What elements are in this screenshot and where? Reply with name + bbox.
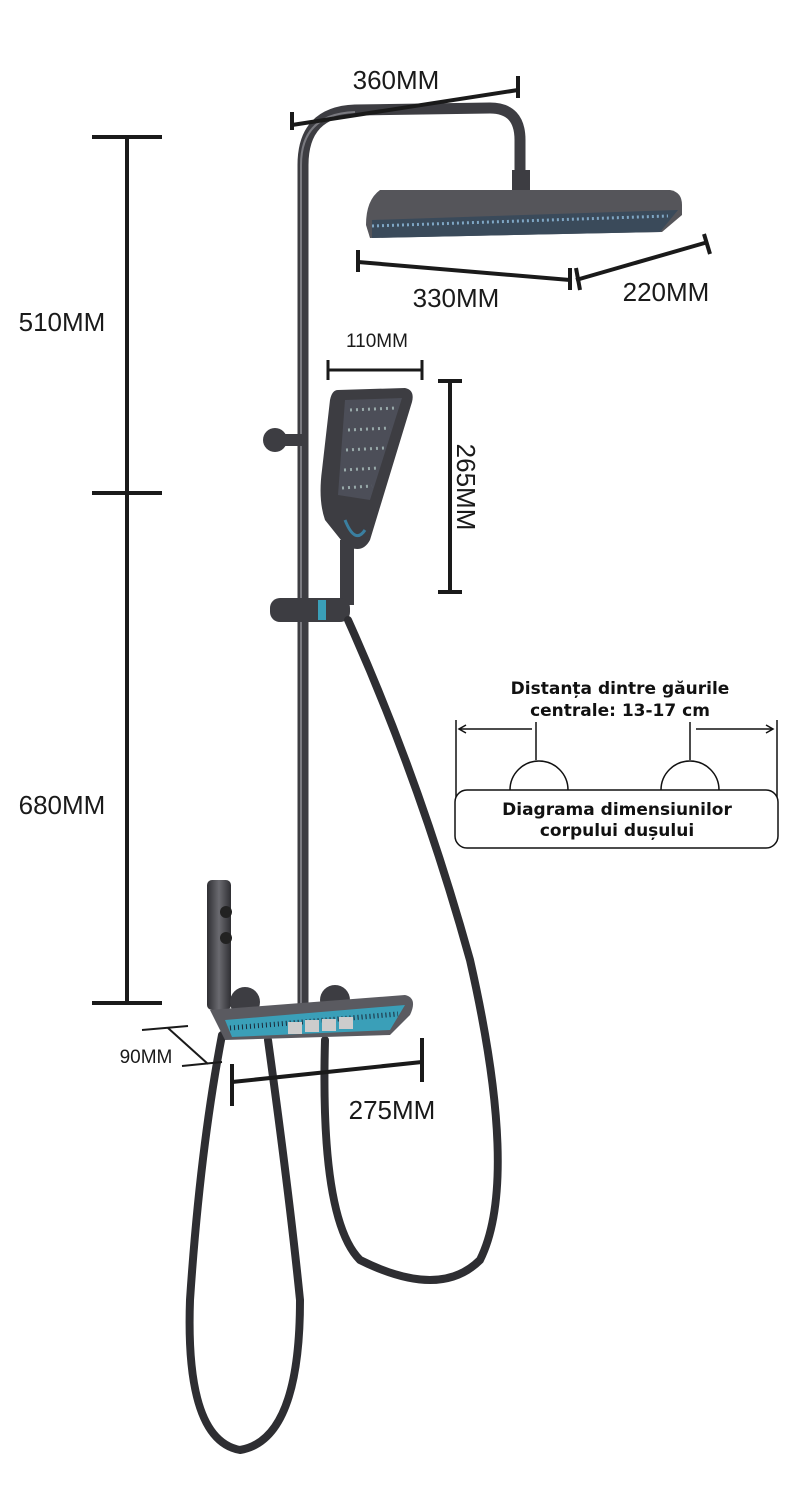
shower-column bbox=[297, 102, 526, 1011]
head-length-label: 330MM bbox=[413, 283, 500, 313]
head-width-label: 220MM bbox=[623, 277, 710, 307]
shower-hose bbox=[185, 616, 502, 1455]
upper-height-label: 510MM bbox=[19, 307, 106, 337]
arm-length-label: 360MM bbox=[353, 65, 440, 95]
handheld-width-label: 110MM bbox=[346, 331, 408, 352]
thermostatic-shelf bbox=[207, 880, 414, 1040]
handheld-shower bbox=[320, 388, 413, 605]
wall-bracket bbox=[263, 428, 303, 452]
shelf-depth-label: 90MM bbox=[120, 1047, 173, 1068]
dimension-lines bbox=[92, 76, 712, 1106]
body-dimension-caption-line1: Diagrama dimensiunilor bbox=[502, 800, 732, 820]
handheld-length-label: 265MM bbox=[451, 444, 481, 531]
body-dimension-caption-line2: corpului dușului bbox=[540, 821, 694, 841]
rain-shower-head bbox=[366, 170, 682, 238]
shelf-length-label: 275MM bbox=[349, 1095, 436, 1125]
lower-height-label: 680MM bbox=[19, 790, 106, 820]
slide-holder bbox=[270, 598, 350, 622]
hole-distance-diagram bbox=[454, 720, 779, 849]
hole-distance-title-line1: Distanța dintre găurile bbox=[511, 679, 730, 699]
hole-distance-title-line2: centrale: 13-17 cm bbox=[530, 701, 710, 721]
